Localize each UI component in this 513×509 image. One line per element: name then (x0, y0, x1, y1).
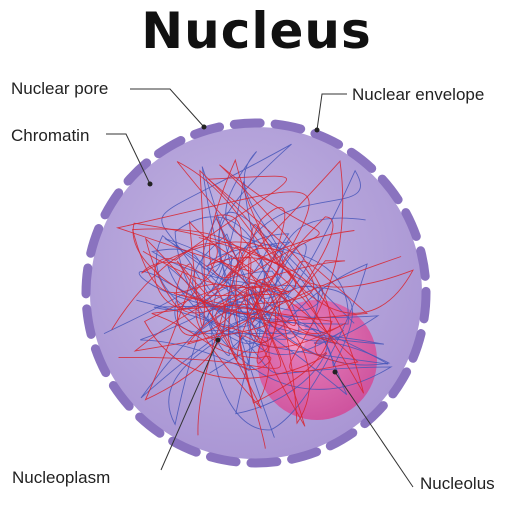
nuclear-envelope-leader (316, 93, 347, 131)
nuclear-envelope (81, 118, 431, 468)
chromatin (103, 143, 414, 449)
nuclear-pore-leader (130, 88, 205, 128)
leader-lines (106, 88, 414, 488)
label-chromatin: Chromatin (11, 126, 90, 145)
chromatin-leader (106, 133, 151, 185)
diagram-title: Nucleus (141, 2, 372, 60)
label-nuclear-pore: Nuclear pore (11, 79, 109, 98)
leader-dots (147, 124, 338, 375)
nucleoplasm-leader (160, 339, 219, 471)
chromatin-strand (118, 158, 414, 427)
label-nuclear-envelope: Nuclear envelope (352, 85, 485, 104)
nucleolus-leader (334, 371, 414, 488)
label-nucleolus: Nucleolus (420, 474, 495, 493)
chromatin-strand (138, 217, 391, 426)
label-nucleoplasm: Nucleoplasm (12, 468, 111, 487)
chromatin-strand (111, 169, 337, 379)
